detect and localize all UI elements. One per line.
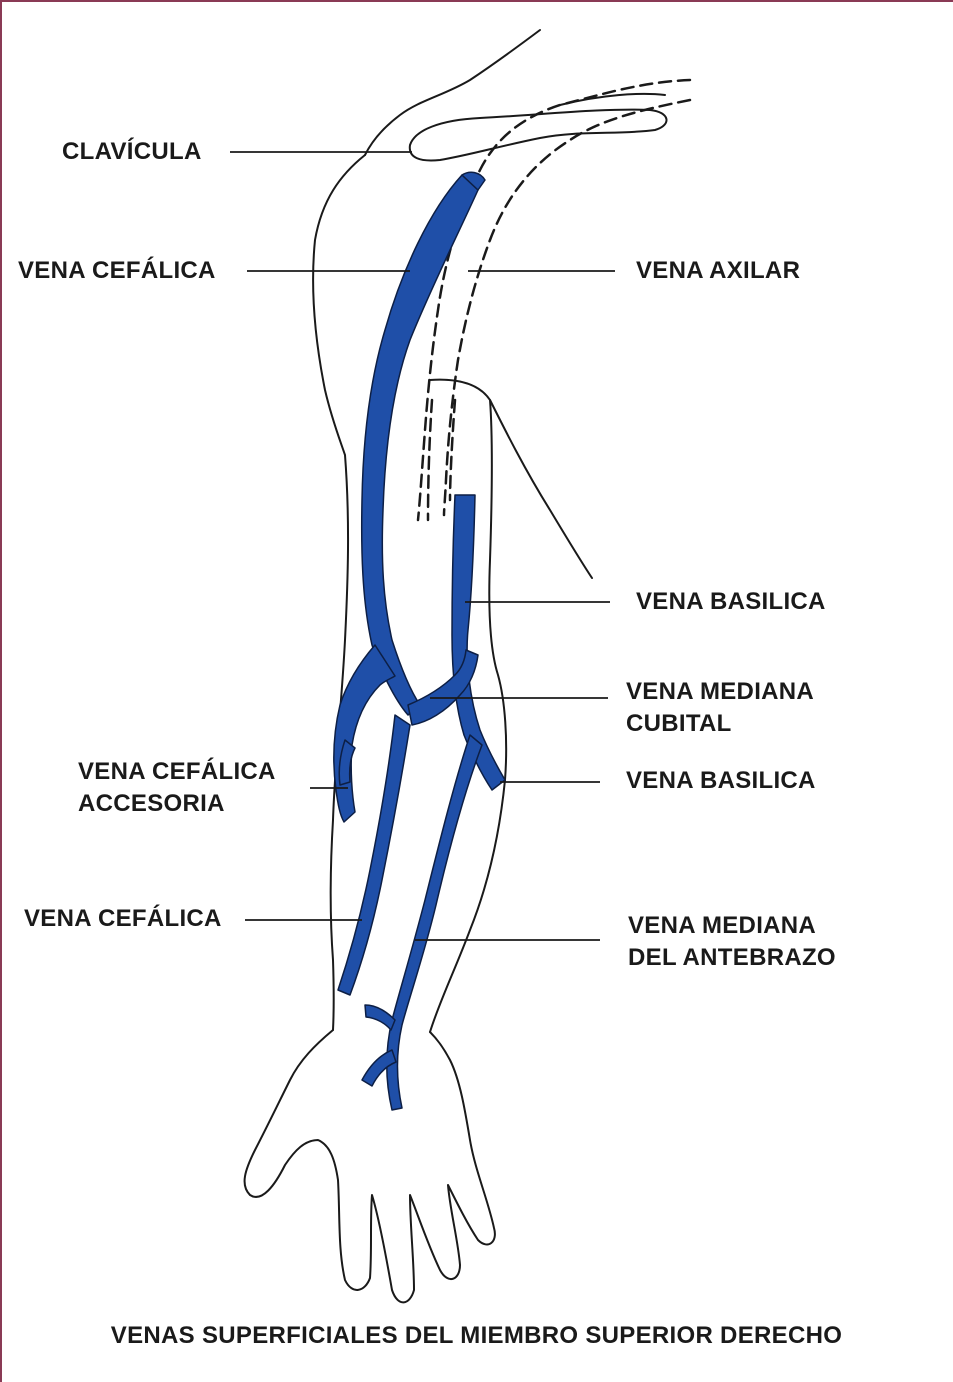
label-vena-mediana-cubital: VENA MEDIANA CUBITAL bbox=[626, 676, 814, 740]
label-vena-axilar: VENA AXILAR bbox=[636, 255, 800, 287]
label-vena-cefalica-accesoria-line2: ACCESORIA bbox=[78, 788, 276, 820]
label-vena-basilica-lower: VENA BASILICA bbox=[626, 765, 816, 797]
label-vena-mediana-antebrazo-line1: VENA MEDIANA bbox=[628, 910, 836, 942]
label-vena-cefalica-upper: VENA CEFÁLICA bbox=[18, 255, 216, 287]
label-vena-mediana-cubital-line2: CUBITAL bbox=[626, 708, 814, 740]
label-vena-cefalica-lower: VENA CEFÁLICA bbox=[24, 903, 222, 935]
label-vena-mediana-antebrazo-line2: DEL ANTEBRAZO bbox=[628, 942, 836, 974]
deep-veins-dashed bbox=[418, 80, 690, 520]
label-vena-mediana-antebrazo: VENA MEDIANA DEL ANTEBRAZO bbox=[628, 910, 836, 974]
label-vena-cefalica-accesoria-line1: VENA CEFÁLICA bbox=[78, 756, 276, 788]
superficial-veins bbox=[334, 172, 505, 1110]
label-vena-basilica-upper: VENA BASILICA bbox=[636, 586, 826, 618]
label-vena-mediana-cubital-line1: VENA MEDIANA bbox=[626, 676, 814, 708]
label-clavicula: CLAVÍCULA bbox=[62, 136, 202, 168]
diagram-caption: VENAS SUPERFICIALES DEL MIEMBRO SUPERIOR… bbox=[0, 1322, 953, 1350]
label-vena-cefalica-accesoria: VENA CEFÁLICA ACCESORIA bbox=[78, 756, 276, 820]
